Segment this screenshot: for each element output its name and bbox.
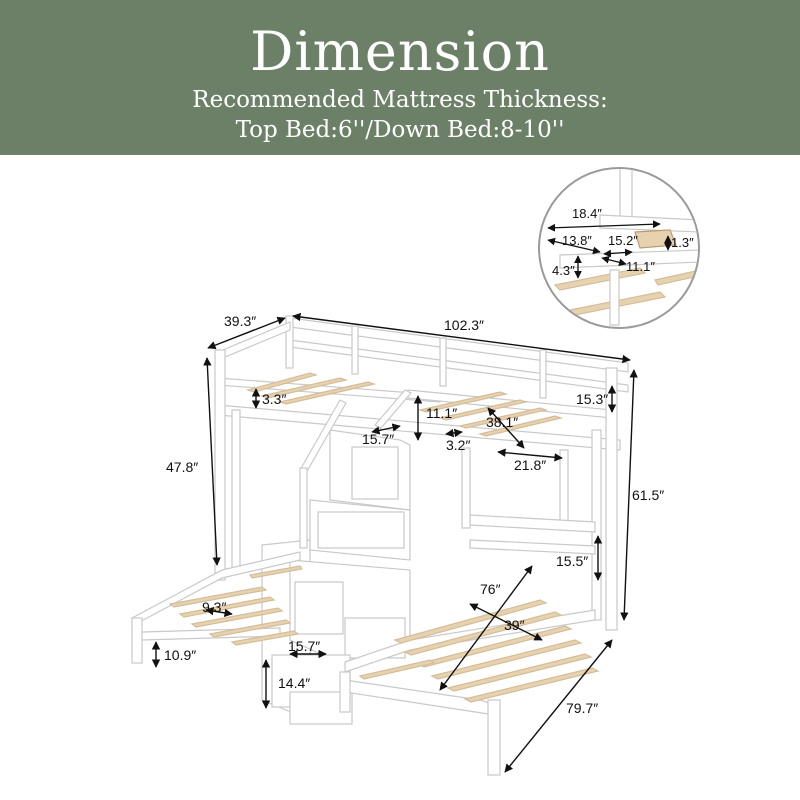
dim-drawer-height: 14.4″ <box>278 675 310 691</box>
inset-dim-1: 18.4″ <box>572 206 602 221</box>
dim-bottom-length: 79.7″ <box>566 700 598 716</box>
dim-total-height: 61.5″ <box>632 487 664 503</box>
dim-slat-gap: 3.2″ <box>446 437 470 453</box>
dim-total-width: 102.3″ <box>444 317 484 333</box>
mattress-thickness-values: Top Bed:6''/Down Bed:8-10'' <box>235 117 565 143</box>
bed-illustration <box>131 315 629 776</box>
dim-stair-width: 15.7″ <box>362 431 394 447</box>
inset-dim-5: 4.3″ <box>552 263 575 278</box>
page-title: Dimension <box>250 20 550 83</box>
dim-leg-height: 10.9″ <box>164 647 196 663</box>
inset-dim-2: 13.8″ <box>562 233 592 248</box>
dim-depth-top: 39.3″ <box>224 313 256 329</box>
dim-top-right-depth: 21.8″ <box>514 457 546 473</box>
bunk-bed-diagram: 39.3″ 102.3″ 47.8″ 61.5″ 79.7″ 3.3″ 15.7… <box>131 167 700 776</box>
inset-dim-3: 15.2″ <box>608 233 638 248</box>
dimension-labels: 39.3″ 102.3″ 47.8″ 61.5″ 79.7″ 3.3″ 15.7… <box>164 206 694 716</box>
inset-dim-4: 1.3″ <box>671 235 694 250</box>
dimension-lines <box>151 312 638 773</box>
dim-step-depth: 15.7″ <box>288 638 320 654</box>
dim-top-gap: 3.3″ <box>262 391 286 407</box>
dim-lower-width: 39″ <box>504 617 525 633</box>
dim-rail-height: 11.1″ <box>426 405 457 421</box>
dim-height-left: 47.8″ <box>166 459 198 475</box>
inset-dim-6: 11.1″ <box>626 259 655 274</box>
dim-slat-spacing: 9.3″ <box>202 599 226 615</box>
header-banner: Dimension Recommended Mattress Thickness… <box>0 0 800 155</box>
mattress-recommendation-label: Recommended Mattress Thickness: <box>192 87 608 113</box>
dim-lower-rail: 15.5″ <box>556 553 588 569</box>
dim-lower-length: 76″ <box>480 581 501 597</box>
dim-top-right-rail: 15.3″ <box>576 391 608 407</box>
detail-inset <box>538 167 700 329</box>
dim-top-mattress-length: 38.1″ <box>486 414 518 430</box>
